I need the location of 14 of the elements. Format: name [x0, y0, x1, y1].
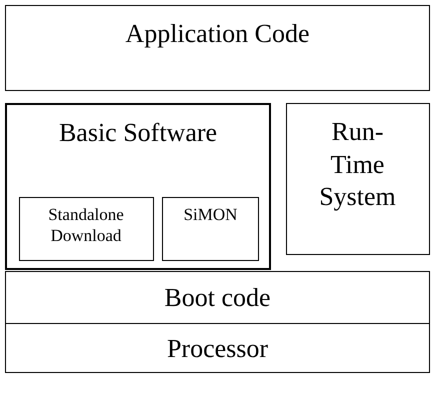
module-box [19, 197, 154, 261]
layer-label: SiMON [182, 204, 238, 226]
layer-box [286, 103, 430, 255]
layer-label: Run-Time System [318, 116, 397, 213]
layer-label: Boot code [163, 282, 272, 314]
layer-box [5, 103, 271, 270]
layer-box [5, 323, 430, 373]
module-box [162, 197, 259, 261]
layer-label: Standalone Download [47, 204, 125, 246]
layer-label: Basic Software [58, 117, 218, 149]
layer-box [5, 5, 430, 91]
layer-label: Processor [166, 333, 270, 365]
layer-label: Application Code [124, 18, 311, 50]
layer-box [5, 271, 430, 324]
